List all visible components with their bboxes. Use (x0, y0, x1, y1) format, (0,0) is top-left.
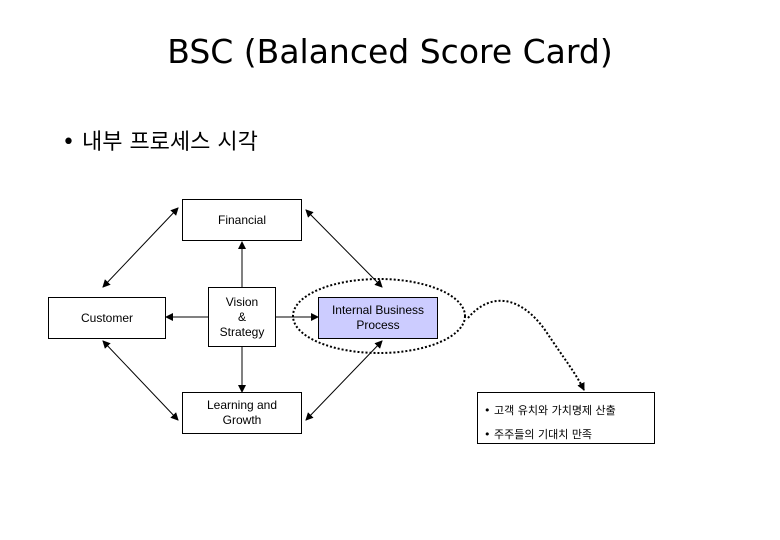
financial-label: Financial (217, 212, 267, 227)
note-item: • 주주들의 기대치 만족 (484, 428, 593, 441)
slide-subtitle: • 내부 프로세스 시각 (62, 130, 258, 155)
internal-label: Internal Business Process (331, 303, 425, 332)
customer-box: Customer (48, 297, 166, 339)
arrow-customer-learning (102, 340, 179, 421)
dotted-curve-arrow (467, 299, 585, 391)
financial-box: Financial (182, 199, 302, 241)
vision-box: Vision & Strategy (208, 287, 276, 347)
learning-label: Learning and Growth (206, 398, 278, 427)
internal-business-process-box: Internal Business Process (318, 297, 438, 339)
internal-highlight-ellipse (292, 278, 466, 354)
learning-growth-box: Learning and Growth (182, 392, 302, 434)
vision-label: Vision & Strategy (219, 294, 265, 339)
notes-box: • 고객 유치와 가치명제 산출 • 주주들의 기대치 만족 (477, 392, 655, 444)
note-item: • 고객 유치와 가치명제 산출 (484, 404, 616, 417)
arrow-financial-internal (305, 209, 383, 288)
arrow-internal-learning (305, 340, 383, 421)
arrow-financial-customer (102, 207, 179, 288)
slide-title: BSC (Balanced Score Card) (167, 32, 613, 71)
customer-label: Customer (80, 310, 133, 325)
